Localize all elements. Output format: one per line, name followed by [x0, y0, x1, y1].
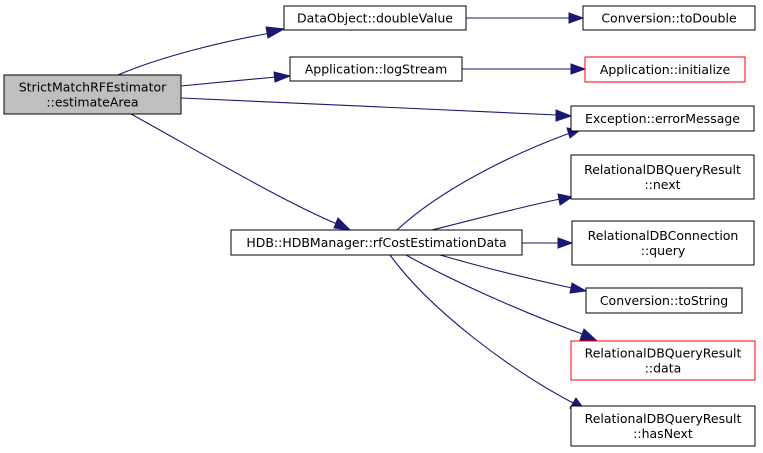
edge-line	[389, 254, 576, 405]
edge-hdb-to-rdbdata	[405, 254, 600, 343]
node-box[interactable]	[283, 5, 467, 31]
edge-hdb-to-tostring	[439, 254, 588, 294]
edge-strictmatch-to-applog	[180, 71, 292, 87]
arrowhead-icon	[555, 109, 573, 122]
node-label: Application::logStream	[305, 62, 448, 77]
node-exception[interactable]: Exception::errorMessage	[570, 105, 755, 132]
edge-line	[180, 97, 558, 116]
arrowhead-icon	[333, 217, 352, 231]
node-box[interactable]	[230, 229, 523, 256]
arrowhead-icon	[557, 193, 574, 206]
node-label: ::hasNext	[633, 426, 693, 441]
node-label: Application::initialize	[600, 62, 731, 77]
edge-strictmatch-to-hdb	[130, 113, 352, 231]
node-label: StrictMatchRFEstimator	[19, 80, 167, 95]
node-strictmatch[interactable]: StrictMatchRFEstimator::estimateArea	[3, 74, 182, 115]
edge-line	[180, 76, 277, 87]
node-label: ::estimateArea	[46, 95, 138, 110]
node-rdbnext[interactable]: RelationalDBQueryResult::next	[570, 154, 755, 200]
edge-applog-to-appinit	[462, 63, 587, 75]
node-rdbquery[interactable]: RelationalDBConnection::query	[571, 220, 755, 266]
arrowhead-icon	[265, 26, 286, 39]
edge-hdb-to-exception	[396, 127, 582, 231]
arrowhead-icon	[273, 71, 292, 83]
edge-hdb-to-rdbquery	[522, 237, 574, 249]
node-label: RelationalDBQueryResult	[585, 346, 742, 361]
node-label: Conversion::toDouble	[601, 11, 737, 26]
edge-hdb-to-rdbhasnext	[389, 254, 588, 413]
node-label: ::data	[645, 361, 682, 376]
edge-line	[431, 198, 561, 231]
node-appinit[interactable]: Application::initialize	[584, 56, 746, 83]
arrowhead-icon	[570, 63, 587, 75]
node-applog[interactable]: Application::logStream	[289, 56, 463, 82]
edge-line	[396, 132, 571, 231]
node-box[interactable]	[570, 154, 755, 200]
node-todouble[interactable]: Conversion::toDouble	[582, 5, 756, 31]
node-label: RelationalDBQueryResult	[584, 162, 741, 177]
arrowhead-icon	[569, 282, 588, 294]
edge-line	[117, 32, 272, 76]
node-label: DataObject::doubleValue	[297, 11, 453, 26]
node-tostring[interactable]: Conversion::toString	[585, 287, 743, 314]
node-box[interactable]	[585, 287, 743, 314]
node-box[interactable]	[289, 56, 463, 82]
edge-strictmatch-to-dataobject	[117, 26, 286, 76]
node-dataobject[interactable]: DataObject::doubleValue	[283, 5, 467, 31]
node-box[interactable]	[584, 56, 746, 83]
node-label: RelationalDBQueryResult	[585, 411, 742, 426]
node-label: ::next	[644, 177, 680, 192]
arrowhead-icon	[557, 237, 574, 249]
node-label: RelationalDBConnection	[588, 228, 739, 243]
node-rdbhasnext[interactable]: RelationalDBQueryResult::hasNext	[570, 405, 756, 447]
node-box[interactable]	[570, 340, 756, 381]
nodes-layer: StrictMatchRFEstimator::estimateArea Data…	[3, 5, 756, 447]
node-hdb[interactable]: HDB::HDBManager::rfCostEstimationData	[230, 229, 523, 256]
node-rdbdata[interactable]: RelationalDBQueryResult::data	[570, 340, 756, 381]
edge-line	[405, 254, 586, 336]
arrowhead-icon	[579, 328, 600, 343]
node-box[interactable]	[570, 105, 755, 132]
edge-line	[439, 254, 573, 289]
node-label: ::query	[641, 243, 686, 258]
node-box[interactable]	[570, 405, 756, 447]
arrowhead-icon	[568, 12, 585, 24]
node-label: Exception::errorMessage	[585, 111, 740, 126]
edge-line	[130, 113, 338, 225]
node-box[interactable]	[3, 74, 182, 115]
node-box[interactable]	[582, 5, 756, 31]
node-label: HDB::HDBManager::rfCostEstimationData	[246, 235, 506, 250]
node-box[interactable]	[571, 220, 755, 266]
edge-strictmatch-to-exception	[180, 97, 573, 122]
node-label: Conversion::toString	[600, 293, 728, 308]
edge-hdb-to-rdbnext	[431, 193, 574, 231]
edge-dataobject-to-todouble	[466, 12, 585, 24]
